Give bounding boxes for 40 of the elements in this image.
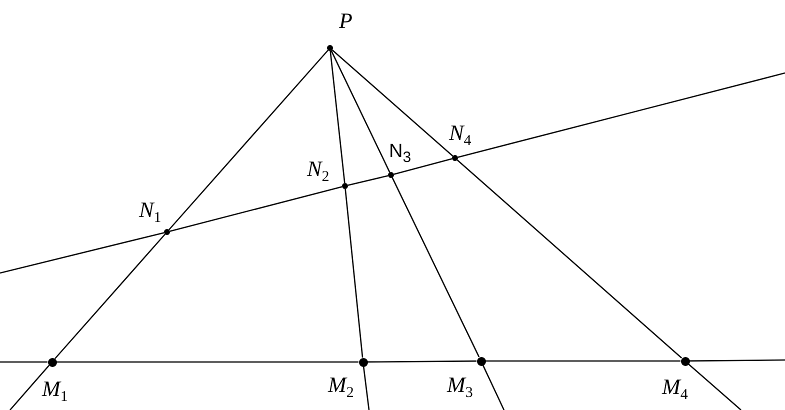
line-segment bbox=[690, 359, 785, 362]
point-label: P bbox=[339, 10, 352, 32]
point-marker bbox=[48, 358, 56, 366]
point-marker bbox=[388, 172, 394, 178]
line-segment bbox=[394, 158, 452, 175]
point-marker bbox=[327, 45, 333, 51]
point-label: M$_{2}$ bbox=[328, 374, 354, 396]
point-marker bbox=[164, 229, 170, 235]
point-label: M$_{1}$ bbox=[42, 378, 68, 400]
point-label: M$_{4}$ bbox=[662, 376, 688, 398]
line-segment bbox=[486, 360, 680, 362]
line-segment bbox=[344, 188, 364, 358]
line-segment bbox=[456, 160, 682, 358]
line-segment bbox=[368, 360, 476, 363]
point-marker bbox=[476, 356, 486, 366]
line-segment bbox=[362, 366, 370, 410]
line-segment bbox=[170, 186, 342, 232]
line-segment bbox=[56, 361, 358, 363]
line-segment bbox=[54, 234, 166, 360]
line-segment bbox=[10, 364, 50, 410]
line-segment bbox=[348, 175, 388, 186]
point-label: M$_{3}$ bbox=[447, 374, 473, 396]
line-segment bbox=[168, 50, 328, 230]
point-marker bbox=[358, 358, 368, 366]
point-label: N$_{1}$ bbox=[139, 199, 162, 221]
point-label: N$_{3}$ bbox=[389, 142, 412, 161]
line-segment bbox=[482, 364, 505, 410]
point-marker bbox=[452, 155, 458, 161]
line-segment bbox=[330, 50, 390, 173]
line-segment bbox=[0, 361, 48, 363]
line-segment bbox=[330, 50, 346, 184]
point-marker bbox=[680, 356, 690, 366]
point-label: N$_{2}$ bbox=[307, 158, 330, 180]
line-segment bbox=[688, 363, 742, 410]
line-segment bbox=[392, 177, 480, 358]
line-segment bbox=[0, 232, 164, 274]
line-segment bbox=[458, 72, 785, 158]
line-segment bbox=[332, 50, 454, 156]
point-marker bbox=[342, 183, 348, 189]
point-label: N$_{4}$ bbox=[449, 122, 472, 144]
